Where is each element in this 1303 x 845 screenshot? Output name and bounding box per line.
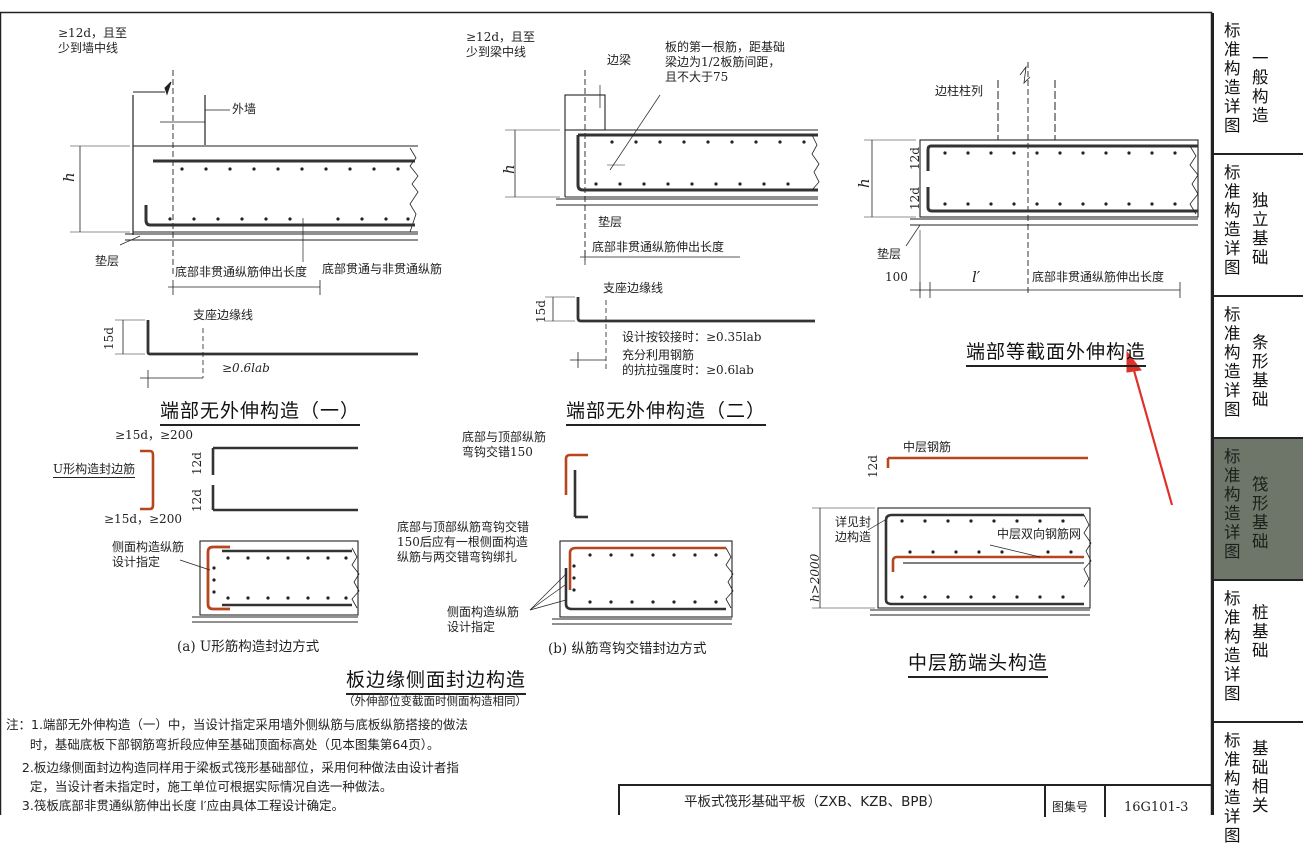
- d5-side-bars-label: 侧面构造纵筋 设计指定: [447, 605, 520, 634]
- d2-cushion-label: 垫层: [598, 215, 623, 229]
- d3-h-label: h: [855, 178, 873, 188]
- title-block-name: 平板式筏形基础平板（ZXB、KZB、BPB）: [684, 794, 942, 810]
- tab-strip-foundation[interactable]: 标准构造详图 条形基础: [1214, 297, 1303, 439]
- tab-label-left: 标准构造详图: [1224, 21, 1241, 135]
- tab-label-left: 标准构造详图: [1224, 447, 1241, 561]
- d1-h-label: h: [60, 172, 78, 182]
- d2-first-bar-label: 板的第一根筋，距基础 梁边为1/2板筋间距， 且不大于75: [665, 40, 786, 84]
- tab-label-left: 标准构造详图: [1224, 305, 1241, 419]
- d3-ext-len-label: 底部非贯通纵筋伸出长度: [1032, 270, 1165, 284]
- tab-label-left: 标准构造详图: [1224, 589, 1241, 703]
- d2-title: 端部无外伸构造（二）: [566, 396, 767, 426]
- tab-raft-foundation[interactable]: 标准构造详图 筏形基础: [1214, 439, 1303, 581]
- d3-lp-label: l′: [972, 268, 981, 286]
- note-line: 2.板边缘侧面封边构造同样用于梁板式筏形基础部位，采用何种做法由设计者指: [6, 760, 459, 775]
- frame-border: [0, 11, 1213, 815]
- d4-12d-bottom: 12d: [190, 489, 204, 512]
- d3-col-label: 边柱柱列: [935, 84, 984, 98]
- d3-12d-bottom: 12d: [908, 187, 922, 210]
- note-line: 3.筏板底部非贯通纵筋伸出长度 l′应由具体工程设计确定。: [6, 798, 345, 813]
- detail-3-dots: [943, 151, 1177, 206]
- tab-label-left: 标准构造详图: [1224, 731, 1241, 845]
- d6-h-label: h>2000: [808, 553, 822, 602]
- tab-label-right: 一般构造: [1252, 49, 1269, 125]
- tab-pile-foundation[interactable]: 标准构造详图 桩基础: [1214, 581, 1303, 723]
- tab-label-right: 独立基础: [1252, 191, 1269, 267]
- d3-12d-top: 12d: [908, 147, 922, 170]
- d5-caption: (b) 纵筋弯钩交错封边方式: [548, 641, 707, 657]
- d6-see-label: 详见封 边构造: [835, 515, 872, 544]
- note-line: 注：1.端部无外伸构造（一）中，当设计指定采用墙外侧纵筋与底板纵筋搭接的做法: [6, 717, 468, 732]
- tab-isolated-foundation[interactable]: 标准构造详图 独立基础: [1214, 155, 1303, 297]
- tab-label-right: 筏形基础: [1252, 475, 1269, 551]
- detail-3-drawing: [864, 62, 1199, 298]
- d1-12d-label: ≥12d，且至 少到墙中线: [58, 26, 128, 55]
- detail-4-drawing: [140, 446, 360, 623]
- d3-cushion-label: 垫层: [877, 247, 902, 261]
- d1-ext-len-label: 底部非贯通纵筋伸出长度: [175, 265, 308, 279]
- d1-wall-label: 外墙: [232, 102, 257, 116]
- annotation-arrow: [1126, 350, 1174, 506]
- sidebar: 标准构造详图 一般构造 标准构造详图 独立基础 标准构造详图 条形基础 标准构造…: [1212, 13, 1303, 845]
- note-line: 定，当设计者未指定时，施工单位可根据实际情况自选一种做法。: [6, 779, 393, 794]
- note-line: 时，基础底板下部钢筋弯折段应伸至基础顶面标高处（见本图集第64页）。: [6, 737, 440, 752]
- d2-ext-len-label: 底部非贯通纵筋伸出长度: [592, 240, 725, 254]
- d1-anchor-label: ≥0.6lab: [222, 361, 270, 375]
- detail-2-drawing: [505, 70, 820, 370]
- d4-caption: (a) U形筋构造封边方式: [177, 639, 320, 655]
- tab-label-right: 基础相关: [1252, 739, 1269, 815]
- edge-title: 板边缘侧面封边构造: [346, 665, 527, 695]
- d1-bars-label: 底部贯通与非贯通纵筋: [322, 262, 443, 276]
- detail-6-drawing: [812, 456, 1092, 616]
- d2-15d-label: 15d: [534, 300, 548, 323]
- d1-cushion-label: 垫层: [95, 254, 120, 268]
- title-block: 平板式筏形基础平板（ZXB、KZB、BPB） 图集号 16G101-3: [618, 784, 1212, 817]
- tab-label-left: 标准构造详图: [1224, 163, 1241, 277]
- d1-support-label: 支座边缘线: [193, 308, 254, 322]
- d6-12d-label: 12d: [866, 455, 880, 478]
- d4-side-bars-label: 侧面构造纵筋 设计指定: [112, 540, 185, 569]
- detail-4-dots: [212, 556, 348, 600]
- detail-1-dots: [168, 167, 410, 221]
- tab-label-right: 条形基础: [1252, 333, 1269, 409]
- drawing-sheet: [0, 11, 1213, 815]
- d3-100-label: 100: [885, 270, 908, 284]
- tab-label-right: 桩基础: [1252, 603, 1269, 660]
- d4-u-label: U形构造封边筋: [53, 462, 136, 478]
- title-block-atlas-no: 16G101-3: [1124, 800, 1189, 815]
- d3-title: 端部等截面外伸构造: [966, 337, 1147, 367]
- detail-5-drawing: [529, 453, 734, 625]
- detail-2-dots: [594, 140, 806, 186]
- d6-mid-bar-label: 中层钢筋: [903, 440, 952, 454]
- d2-support-label: 支座边缘线: [603, 281, 664, 295]
- edge-subtitle: （外伸部位变截面时侧面构造相同）: [343, 694, 527, 708]
- d4-12d-top: 12d: [190, 452, 204, 475]
- detail-6-dots: [900, 519, 1073, 599]
- d5-hook-label: 底部与顶部纵筋 弯钩交错150: [462, 430, 547, 459]
- d2-12d-label: ≥12d，且至 少到梁中线: [466, 30, 536, 59]
- detail-5-dots: [572, 553, 718, 604]
- d4-top-label: ≥15d，≥200: [115, 428, 193, 442]
- d2-edge-beam-label: 边梁: [607, 53, 632, 67]
- d2-h-label: h: [500, 164, 518, 174]
- d2-hinge-label: 设计按铰接时：≥0.35lab: [622, 330, 762, 344]
- detail-1-drawing: [70, 70, 419, 388]
- d4-bottom-label: ≥15d，≥200: [104, 512, 182, 526]
- d5-note-label: 底部与顶部纵筋弯钩交错 150后应有一根侧面构造 纵筋与两交错弯钩绑扎: [397, 520, 530, 564]
- d6-mesh-label: 中层双向钢筋网: [997, 527, 1082, 541]
- d1-15d-label: 15d: [102, 327, 116, 350]
- d1-title: 端部无外伸构造（一）: [160, 396, 361, 426]
- title-block-atlas-label: 图集号: [1052, 800, 1089, 814]
- tab-general-construction[interactable]: 标准构造详图 一般构造: [1214, 13, 1303, 155]
- d2-full-label: 充分利用钢筋 的抗拉强度时：≥0.6lab: [622, 348, 754, 377]
- d6-title: 中层筋端头构造: [908, 648, 1049, 678]
- tab-foundation-related[interactable]: 标准构造详图 基础相关: [1214, 723, 1303, 845]
